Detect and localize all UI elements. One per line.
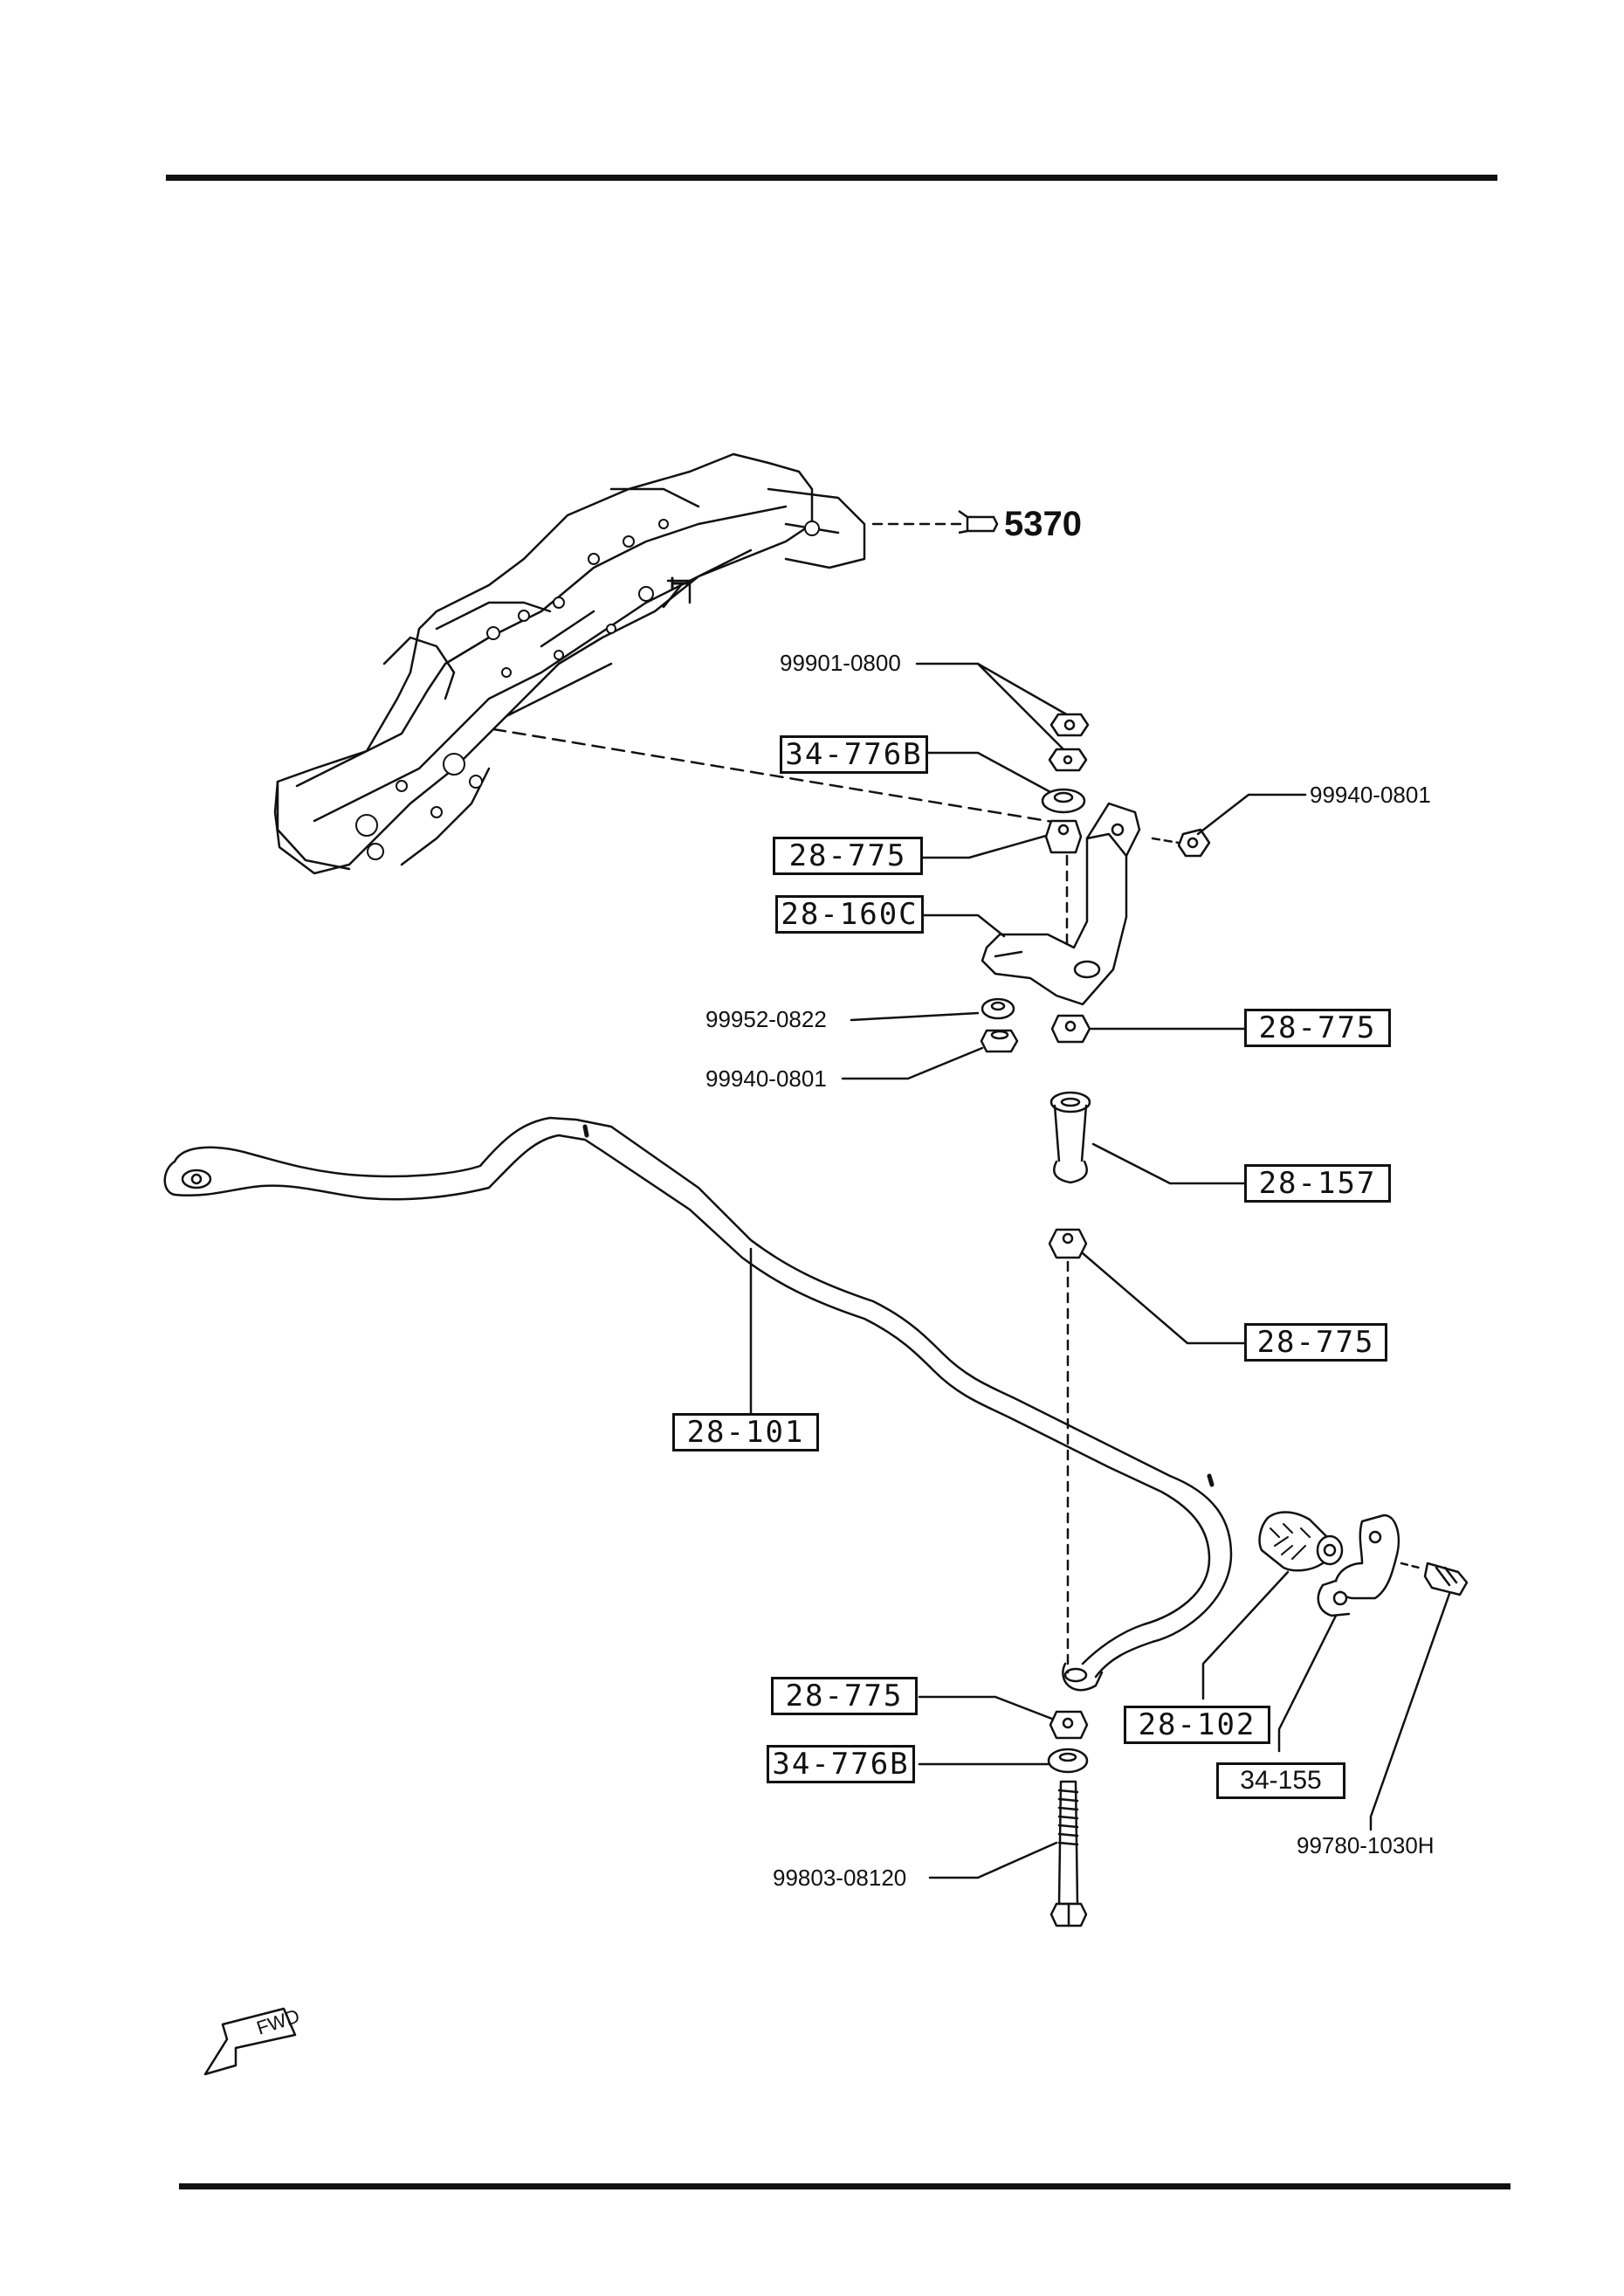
callout-99940-0801-left: 99940-0801: [705, 1065, 827, 1092]
callout-99940-0801-right: 99940-0801: [1310, 782, 1431, 808]
pointing-hand-icon: [958, 509, 999, 534]
nut-99940-0801-left: [980, 1029, 1019, 1053]
callout-28-775-d: 28-775: [771, 1677, 918, 1715]
bottom-rule: [179, 2183, 1510, 2189]
bolt-99780-1030H: [1423, 1562, 1469, 1596]
callout-99803-08120: 99803-08120: [773, 1865, 907, 1891]
callout-28-157: 28-157: [1244, 1164, 1391, 1203]
callout-28-160C: 28-160C: [775, 895, 924, 934]
bushing-28-775-b: [1050, 1014, 1091, 1044]
spacer-28-157: [1049, 1091, 1091, 1184]
frame-crossmember: [273, 452, 866, 875]
callout-28-101: 28-101: [672, 1413, 819, 1451]
callout-28-775-c: 28-775: [1244, 1323, 1387, 1362]
reference-number: 5370: [1004, 505, 1082, 544]
callout-99901-0800: 99901-0800: [780, 650, 901, 676]
callout-34-776B-top: 34-776B: [780, 735, 928, 774]
bushing-28-775-d: [1049, 1710, 1089, 1740]
callout-99952-0822: 99952-0822: [705, 1006, 827, 1032]
clamp-34-155: [1317, 1513, 1400, 1617]
bolt-99803-08120: [1049, 1780, 1088, 1927]
stabilizer-bar-28-101: [163, 1116, 1233, 1692]
callout-28-775-b: 28-775: [1244, 1009, 1391, 1047]
washer-34-776B-top: [1041, 788, 1086, 814]
top-rule: [166, 175, 1497, 181]
reference-number-value: 5370: [1004, 505, 1082, 543]
washer-34-776B-bottom: [1047, 1748, 1089, 1774]
callout-99780-1030H: 99780-1030H: [1297, 1832, 1435, 1858]
callout-34-776B-bottom: 34-776B: [767, 1745, 915, 1783]
nut-99940-0801-right: [1177, 828, 1211, 858]
callout-28-102: 28-102: [1124, 1706, 1270, 1744]
callout-34-155: 34-155: [1216, 1762, 1345, 1799]
callout-28-775-a: 28-775: [773, 837, 923, 875]
nut-99901-0800: [1048, 713, 1090, 772]
bushing-28-775-a: [1044, 819, 1083, 854]
bracket-28-160C: [981, 802, 1141, 1006]
fwd-arrow-icon: [203, 2007, 297, 2076]
bushing-28-102: [1258, 1511, 1344, 1572]
washer-99952-0822: [981, 997, 1015, 1020]
bushing-28-775-c: [1048, 1228, 1088, 1259]
